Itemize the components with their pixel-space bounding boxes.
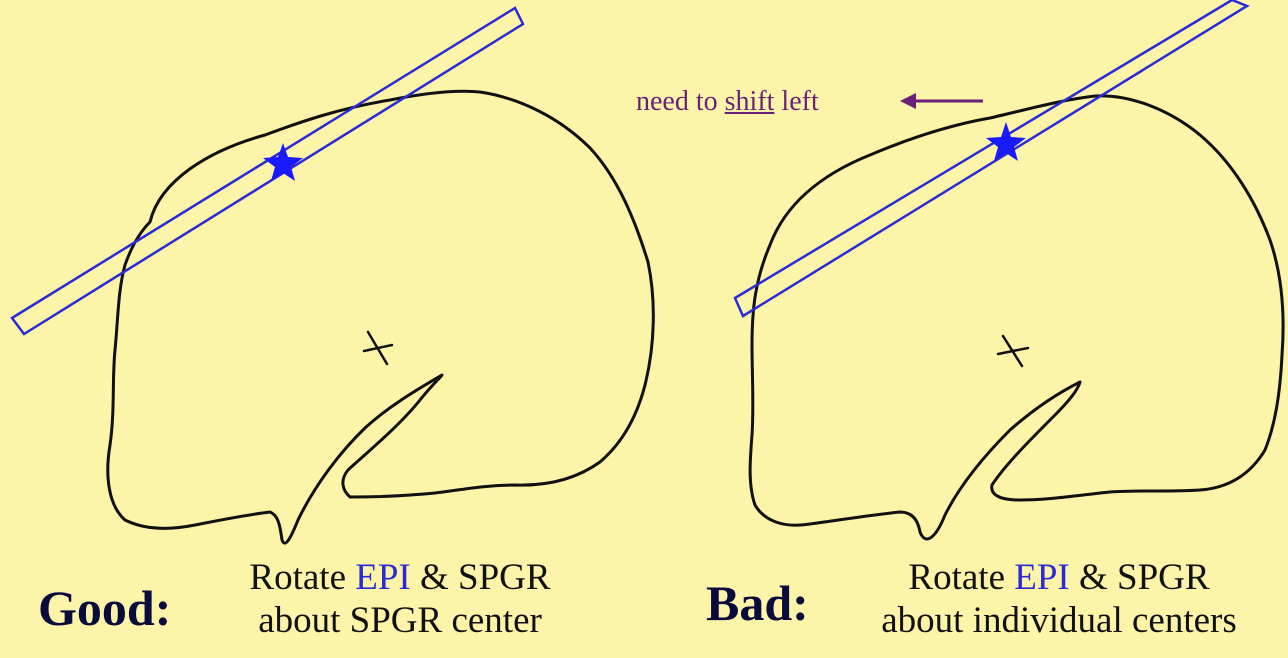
crosshair-icon: [364, 332, 392, 364]
brain-outline-bad: [750, 96, 1283, 539]
shift-left-note: need to shift left: [636, 86, 819, 118]
bad-caption-line1: Rotate EPI & SPGR: [830, 557, 1288, 600]
good-caption: Rotate EPI & SPGR about SPGR center: [210, 557, 590, 642]
good-heading: Good:: [38, 583, 171, 633]
good-caption-rotate: Rotate: [249, 557, 355, 598]
shift-note-prefix: need to: [636, 86, 725, 117]
good-panel-drawing: [12, 8, 653, 543]
bad-caption-epi: EPI: [1014, 557, 1070, 598]
bad-caption: Rotate EPI & SPGR about individual cente…: [830, 557, 1288, 642]
bad-heading: Bad:: [706, 578, 809, 628]
brain-outline-good: [108, 91, 654, 543]
good-caption-epi: EPI: [355, 557, 411, 598]
bad-caption-rotate: Rotate: [908, 557, 1014, 598]
bad-panel-drawing: [735, 0, 1283, 539]
epi-slab-good: [12, 8, 523, 334]
good-caption-line1: Rotate EPI & SPGR: [210, 557, 590, 600]
good-caption-spgr: & SPGR: [411, 557, 551, 598]
star-icon: [263, 143, 303, 181]
good-caption-line2: about SPGR center: [210, 600, 590, 643]
shift-note-underlined: shift: [725, 86, 775, 117]
epi-slab-bad: [735, 0, 1247, 316]
crosshair-icon: [998, 336, 1028, 366]
bad-caption-spgr: & SPGR: [1070, 557, 1210, 598]
shift-note-suffix: left: [774, 86, 818, 117]
arrow-left-icon: [900, 93, 983, 109]
bad-caption-line2: about individual centers: [830, 600, 1288, 643]
